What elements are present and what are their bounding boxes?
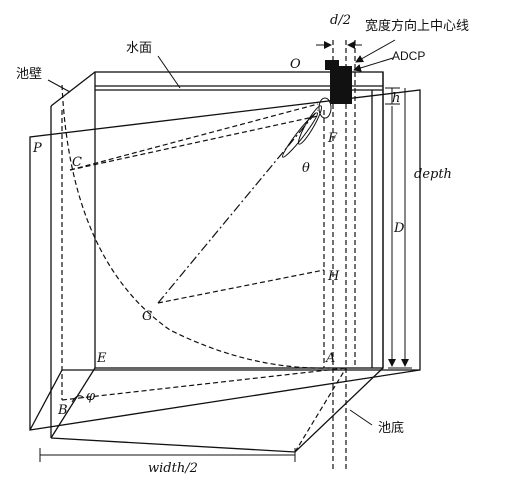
point-G: G <box>142 309 152 324</box>
label-theta: θ <box>302 161 310 176</box>
wall-arc <box>61 84 331 369</box>
label-pool-bottom: 池底 <box>378 420 404 436</box>
adcp-head <box>325 60 339 70</box>
bottom-dash-2 <box>294 367 347 453</box>
label-width-half: width/2 <box>148 461 198 476</box>
adcp-instrument <box>330 66 352 104</box>
label-pool-wall: 池壁 <box>16 67 42 82</box>
point-E: E <box>96 351 107 366</box>
beam-OC <box>69 103 319 171</box>
bottom-dash-1 <box>61 367 347 401</box>
back-wall <box>94 71 384 369</box>
label-phi: φ <box>86 389 96 404</box>
top-left-edge <box>50 71 96 107</box>
label-centerline: 宽度方向上中心线 <box>365 18 469 34</box>
point-B: B <box>57 403 68 418</box>
point-F: F <box>327 131 338 146</box>
label-d2: d/2 <box>330 13 351 28</box>
beam-OG <box>157 109 319 304</box>
centerline-leader <box>355 39 396 63</box>
label-adcp: ADCP <box>392 49 425 63</box>
point-A: A <box>325 351 335 366</box>
phi-arc <box>71 395 85 403</box>
beam-ellipse-3 <box>318 97 332 119</box>
beam-CF <box>69 115 319 171</box>
point-O: O <box>290 57 301 72</box>
water-leader <box>157 55 181 89</box>
point-P: P <box>32 141 42 156</box>
label-water-surface: 水面 <box>126 41 152 56</box>
point-H: H <box>327 269 340 284</box>
bottom-leader <box>349 409 373 426</box>
point-C: C <box>72 155 82 170</box>
adcp-leader <box>353 57 394 72</box>
label-h: h <box>392 91 400 106</box>
beam-ellipse-1 <box>297 105 323 145</box>
beam-ellipse-2 <box>282 112 318 158</box>
label-D: D <box>393 221 405 236</box>
wall-leader <box>47 79 71 93</box>
label-depth: depth <box>414 167 452 182</box>
bottom-left-edge <box>50 367 96 439</box>
line-GH <box>157 269 325 304</box>
